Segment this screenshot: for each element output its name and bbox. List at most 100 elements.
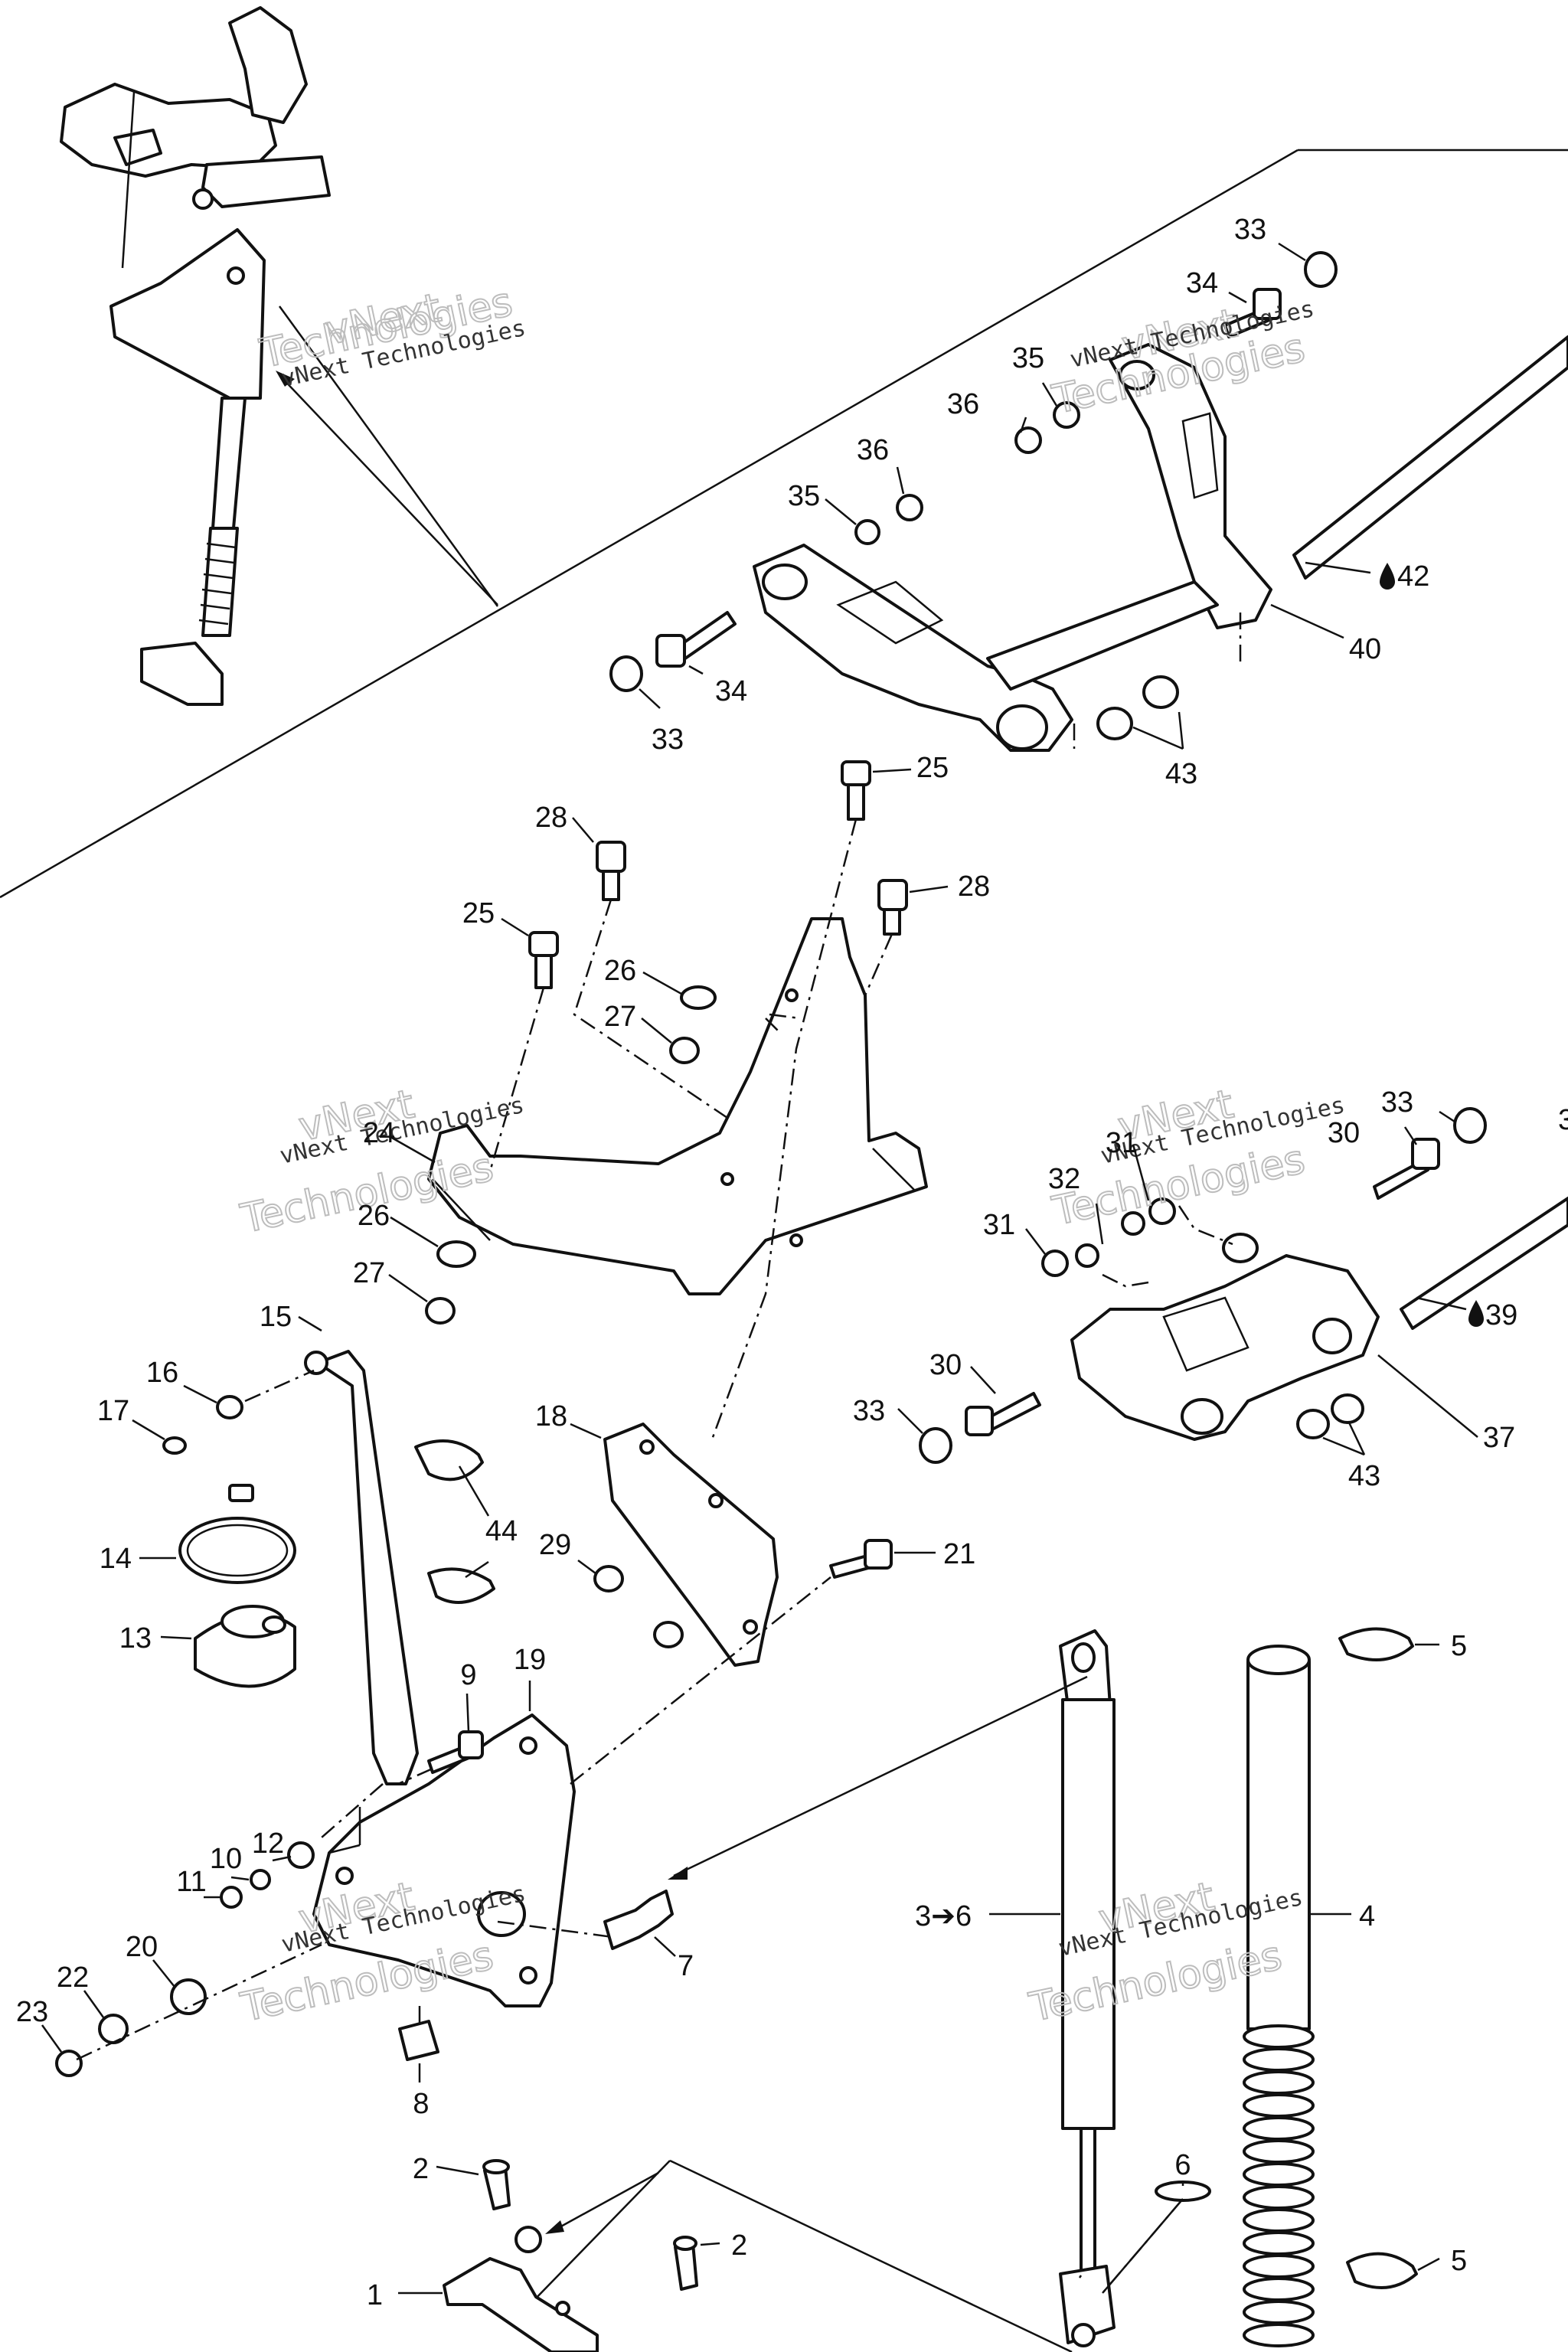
- bracket-1-and-pins: [443, 2159, 698, 2352]
- bolt-30-lower: [965, 1406, 994, 1436]
- callout-label: 33: [853, 1395, 885, 1427]
- ball-stud-7: [603, 1890, 674, 1950]
- callout-label: 30: [929, 1349, 962, 1381]
- callout-label: 20: [126, 1931, 158, 1963]
- callout-label: 31: [983, 1209, 1015, 1241]
- rod-15: [316, 1350, 419, 1785]
- callout-label: 43: [1348, 1460, 1380, 1492]
- callout-label: 32: [1048, 1163, 1080, 1195]
- nut-8: [398, 2020, 439, 2061]
- cap-33-lower: [609, 655, 643, 692]
- callout-label: 2: [731, 2230, 747, 2262]
- clamp-44-lower: [427, 1567, 495, 1604]
- callout-label: 19: [514, 1644, 546, 1676]
- inset-frame-lines: [0, 149, 1568, 2352]
- callout-label: 8: [413, 2088, 429, 2120]
- gas-spring-rod: [1080, 2127, 1096, 2275]
- callout-label: 39: [1485, 1299, 1517, 1331]
- lower-lever-assembly: [919, 1107, 1568, 1464]
- inset-assembly-overview: [60, 6, 331, 706]
- callout-labels: 1 2 2 3➔6 4 5 5 6 7 8 9 10 11 12 13 14 1…: [16, 214, 1517, 2311]
- callout-label: 34: [715, 675, 747, 707]
- clamp-5-upper: [1338, 1627, 1414, 1661]
- callout-label: 28: [535, 802, 567, 834]
- callout-label: 9: [460, 1659, 476, 1691]
- callout-label: 22: [57, 1962, 89, 1994]
- callout-label: 33: [1381, 1086, 1413, 1119]
- callout-label: 35: [788, 480, 820, 512]
- callout-label: 7: [678, 1950, 694, 1982]
- bolt-25-right: [841, 760, 871, 786]
- callout-label: 29: [539, 1529, 571, 1561]
- callout-label: 25: [916, 752, 949, 784]
- cap-33-right: [1453, 1107, 1487, 1144]
- assembly-arrows: [276, 371, 1184, 2294]
- callout-label: 17: [97, 1395, 129, 1427]
- callout-label: 33: [652, 724, 684, 756]
- callout-label: 44: [485, 1515, 518, 1547]
- callout-label: 16: [146, 1357, 178, 1389]
- callout-label: 12: [252, 1828, 284, 1860]
- washer-16: [216, 1395, 243, 1419]
- callout-label: 31: [1106, 1127, 1138, 1159]
- callout-label: 33: [1234, 214, 1266, 246]
- shaft-39: [1400, 1197, 1568, 1330]
- callout-label: 18: [535, 1400, 567, 1432]
- callout-label: 34: [1186, 267, 1218, 299]
- callout-label: 15: [260, 1301, 292, 1333]
- washer-10: [250, 1869, 271, 1890]
- gas-spring-body-3: [1061, 1698, 1116, 2130]
- callout-label: 24: [363, 1117, 395, 1149]
- lever-upright-40: [1109, 343, 1272, 629]
- callout-label: 43: [1165, 758, 1197, 790]
- callout-label: 2: [413, 2153, 429, 2185]
- nut-11: [220, 1886, 243, 1909]
- cap-33-upper: [1304, 251, 1338, 288]
- nut-29-a: [593, 1565, 624, 1592]
- bracket-19-and-rod-15: [55, 1350, 831, 2077]
- nut-29-b: [653, 1621, 684, 1648]
- bolt-9: [458, 1730, 484, 1759]
- callout-label: 21: [943, 1538, 975, 1570]
- bolt-28-left: [596, 841, 626, 873]
- bolt-30-upper: [1411, 1138, 1440, 1170]
- callout-label: 35: [1012, 342, 1044, 374]
- grease-drop-icon: [1468, 1300, 1484, 1327]
- clamp-5-lower: [1346, 2252, 1418, 2289]
- clamp-14: [178, 1517, 296, 1584]
- callout-label: 11: [176, 1866, 206, 1898]
- callout-label: 3➔6: [915, 1900, 972, 1932]
- callout-label: 37: [1483, 1422, 1515, 1454]
- bolt-34-lower: [676, 611, 737, 660]
- callout-label: 27: [604, 1001, 636, 1033]
- mounting-plate-assembly: [425, 760, 928, 1440]
- callout-label: 5: [1451, 2245, 1467, 2277]
- callout-label: 10: [210, 1843, 242, 1875]
- bracket-18: [593, 1423, 893, 1667]
- callout-label: 4: [1359, 1900, 1375, 1932]
- callout-label: 14: [100, 1543, 132, 1575]
- clip-17: [162, 1436, 187, 1455]
- callout-label-clipped: 3: [1558, 1104, 1568, 1136]
- lever-cross-tube-40: [986, 580, 1219, 691]
- callout-label: 23: [16, 1996, 48, 2028]
- grease-drop-icon: [1380, 563, 1395, 590]
- callout-label: 5: [1451, 1630, 1467, 1662]
- callout-label: 1: [367, 2279, 383, 2311]
- upper-lever-assembly: [609, 251, 1568, 752]
- callout-label: 6: [1174, 2149, 1191, 2181]
- callout-label: 36: [857, 434, 889, 466]
- bushing-12: [287, 1841, 315, 1869]
- bolt-28-right: [877, 879, 908, 911]
- callout-label: 30: [1328, 1117, 1360, 1149]
- gas-spring-eye-bottom: [1059, 2265, 1116, 2344]
- callout-label: 42: [1397, 560, 1429, 593]
- callout-label: 28: [958, 871, 990, 903]
- callout-label: 26: [604, 955, 636, 987]
- plate-24: [427, 917, 928, 1295]
- bolt-25-left: [528, 931, 559, 957]
- clamps-and-grommet: [178, 1439, 495, 1688]
- callout-label: 27: [353, 1257, 385, 1289]
- nut-23: [55, 2050, 83, 2077]
